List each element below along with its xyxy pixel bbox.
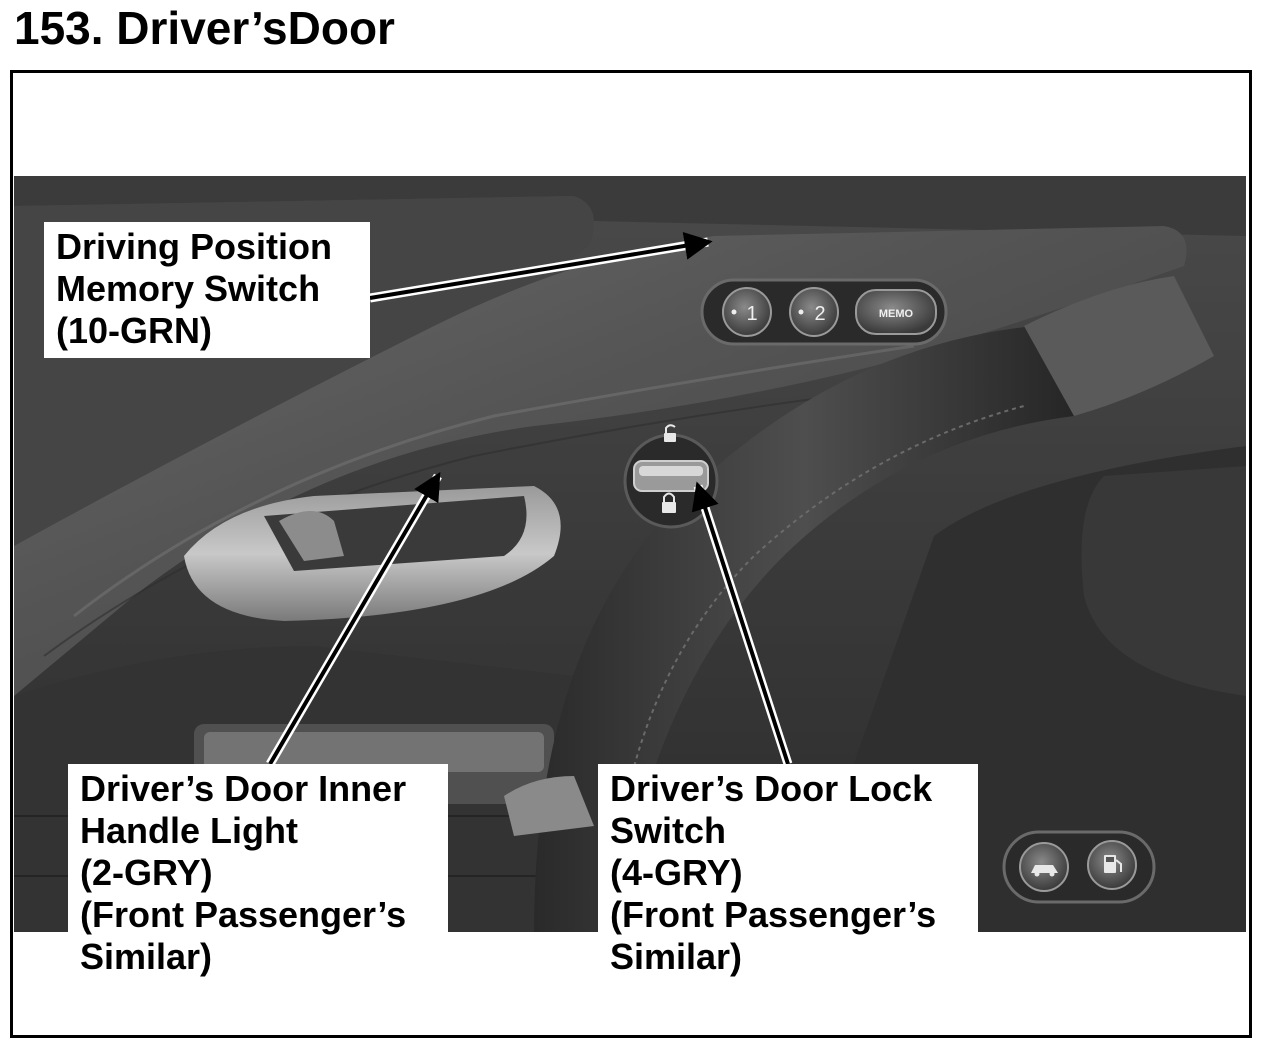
memory-button-2: 2 bbox=[789, 287, 839, 337]
label-line: (10-GRN) bbox=[56, 310, 213, 351]
label-line: (4-GRY) bbox=[610, 852, 743, 893]
label-line: Similar) bbox=[610, 936, 743, 977]
page-title: 153. Driver’sDoor bbox=[14, 2, 395, 54]
label-line: (Front Passenger’s bbox=[610, 894, 937, 935]
lock-switch-label: Driver’s Door Lock Switch (4-GRY) (Front… bbox=[598, 764, 978, 984]
fuel-door-icon bbox=[1087, 840, 1137, 890]
svg-text:MEMO: MEMO bbox=[879, 308, 914, 320]
memo-button: MEMO bbox=[855, 289, 937, 335]
memory-switch-label: Driving Position Memory Switch (10-GRN) bbox=[44, 222, 370, 358]
lock-switch-arrow bbox=[691, 481, 793, 766]
label-line: Switch bbox=[610, 810, 727, 851]
memory-button-1: 1 bbox=[722, 287, 772, 337]
label-line: (2-GRY) bbox=[80, 852, 213, 893]
label-line: Driver’s Door Lock bbox=[610, 768, 933, 809]
label-line: (Front Passenger’s bbox=[80, 894, 407, 935]
label-line: Driving Position bbox=[56, 226, 333, 267]
inner-handle-light-label: Driver’s Door Inner Handle Light (2-GRY)… bbox=[68, 764, 448, 984]
label-line: Driver’s Door Inner bbox=[80, 768, 407, 809]
grab-handle bbox=[534, 326, 1074, 932]
inner-handle-light-arrow bbox=[266, 471, 442, 767]
label-line: Memory Switch bbox=[56, 268, 321, 309]
lock-closed-icon bbox=[662, 492, 676, 513]
label-line: Similar) bbox=[80, 936, 213, 977]
lock-open-icon bbox=[664, 424, 676, 442]
svg-text:1: 1 bbox=[746, 303, 757, 325]
svg-text:2: 2 bbox=[814, 303, 825, 325]
trunk-release-icon bbox=[1019, 842, 1069, 892]
memory-switch-arrow bbox=[369, 232, 713, 303]
label-line: Handle Light bbox=[80, 810, 298, 851]
